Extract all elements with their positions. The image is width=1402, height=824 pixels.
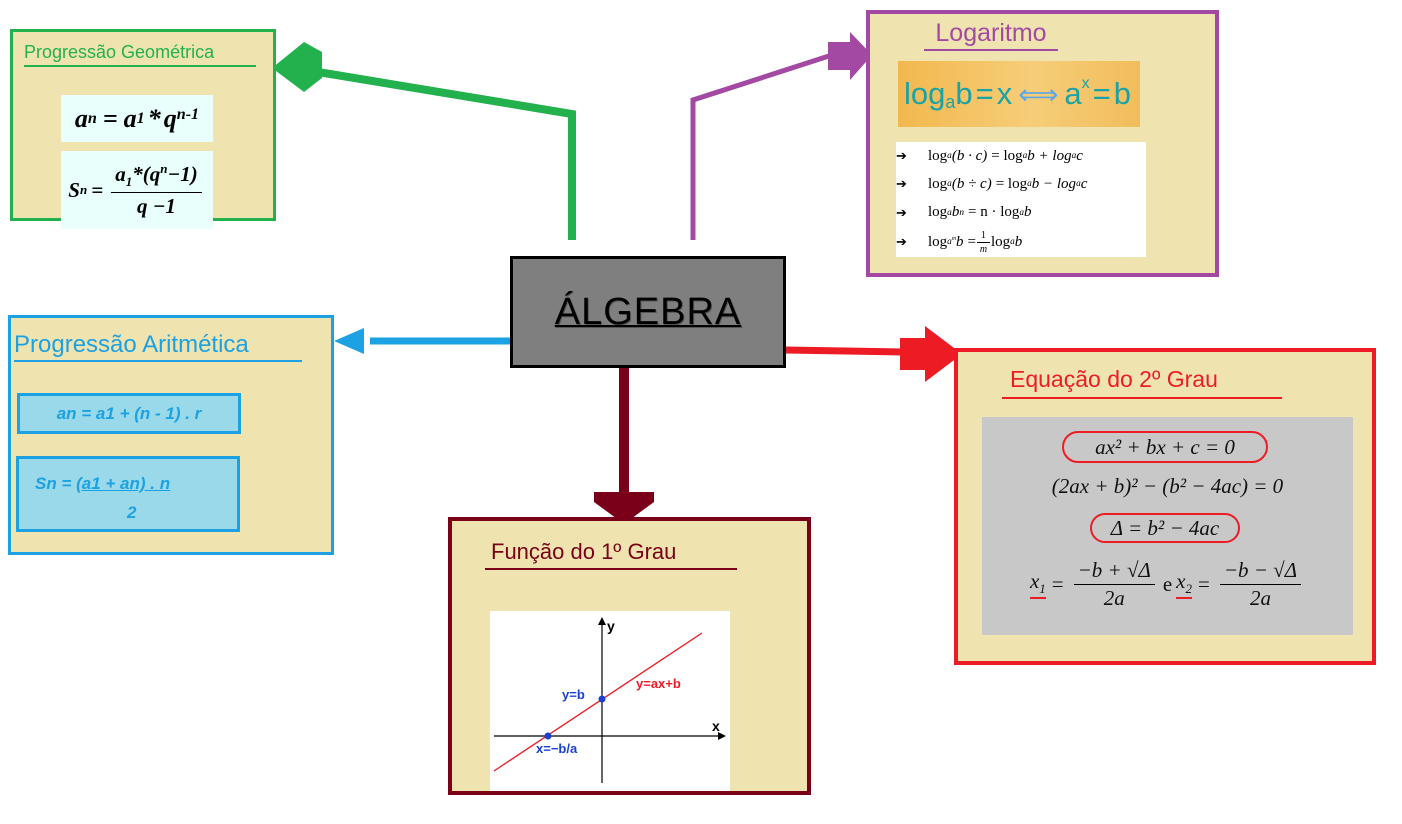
eq2-connector [785,346,903,356]
eq2-formula-panel: ax² + bx + c = 0 (2ax + b)² − (b² − 4ac)… [982,417,1353,635]
log-arrowhead [828,32,872,80]
func-intercept-y-point [598,695,606,703]
log-title: Logaritmo [924,19,1058,51]
pa-title: Progressão Aritmética [14,331,302,362]
func-line [493,632,703,772]
eq2-box: Equação do 2º Grau ax² + bx + c = 0 (2ax… [954,348,1376,665]
pg-title: Progressão Geométrica [24,42,256,67]
func-graph: y x y=ax+b y=b x=−b/a [490,611,730,791]
eq2-general-form: ax² + bx + c = 0 [1062,431,1268,463]
func-box: Função do 1º Grau y x y=ax+b y=b x=−b/a [448,517,811,795]
func-arrowhead [594,492,654,524]
pg-arrowhead [272,42,322,92]
eq2-discriminant: Δ = b² − 4ac [1090,513,1240,543]
pa-term-formula: an = a1 + (n - 1) . r [17,393,241,434]
func-axis-x-label: x [712,718,720,734]
func-x-arrow [718,732,726,740]
pa-box: Progressão Aritmética an = a1 + (n - 1) … [8,315,334,555]
pg-connector [317,68,576,240]
func-y-arrow [598,617,606,625]
func-line-label: y=ax+b [636,676,681,691]
func-intercept-label: y=b [562,687,585,702]
func-title: Função do 1º Grau [485,539,737,570]
func-root-label: x=−b/a [536,741,578,756]
eq2-arrowhead [900,326,962,382]
log-connector [690,52,833,240]
eq2-completed-square: (2ax + b)² − (b² − 4ac) = 0 [1051,474,1284,498]
pa-arrowhead [334,328,364,354]
pa-sum-formula: Sn = (a1 + an) . n 2 [16,456,240,532]
func-root-point [544,732,552,740]
center-title: ÁLGEBRA [554,290,742,333]
eq2-title: Equação do 2º Grau [1002,366,1282,399]
func-axis-y-label: y [607,618,615,634]
center-node: ÁLGEBRA [510,256,786,368]
